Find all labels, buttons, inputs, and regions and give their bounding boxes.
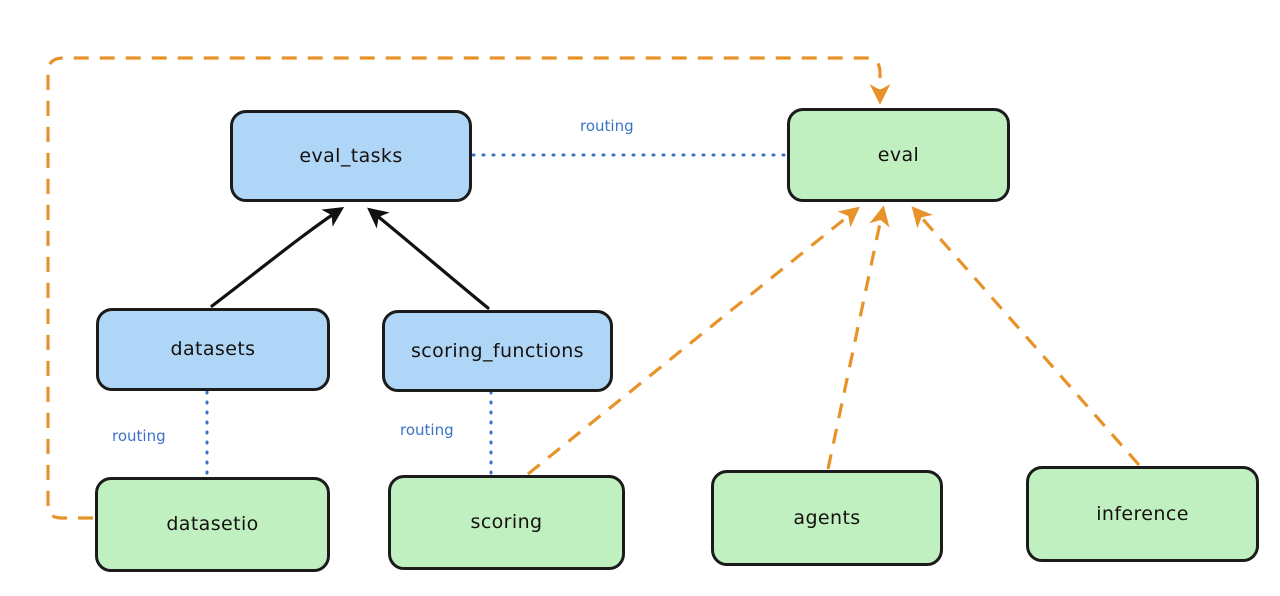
edge-datasets-to-eval_tasks (210, 206, 345, 308)
edge-datasetio-to-eval (46, 56, 891, 520)
node-label: eval_tasks (299, 144, 403, 167)
node-label: datasetio (166, 513, 259, 536)
node-inference[interactable]: inference (1026, 466, 1259, 562)
node-datasets[interactable]: datasets (96, 308, 330, 391)
node-label: scoring (470, 511, 543, 534)
edge-scoring_functions-to-eval_tasks (367, 207, 490, 310)
edge-label-routing-eval-tasks-eval: routing (580, 117, 634, 135)
node-label: scoring_functions (411, 339, 584, 362)
node-agents[interactable]: agents (711, 470, 943, 566)
edge-label-routing-datasets-datasetio: routing (112, 427, 166, 445)
edge-agents-to-eval (826, 205, 890, 470)
node-scoring-functions[interactable]: scoring_functions (382, 310, 613, 392)
node-datasetio[interactable]: datasetio (95, 477, 330, 572)
node-label: datasets (170, 338, 256, 361)
edge-scoring-to-eval (526, 206, 860, 476)
node-scoring[interactable]: scoring (388, 475, 625, 570)
node-eval[interactable]: eval (787, 108, 1010, 202)
node-label: agents (793, 506, 861, 529)
edge-label-routing-scoring-functions-scoring: routing (400, 421, 454, 439)
edge-inference-to-eval (911, 206, 1141, 467)
node-eval-tasks[interactable]: eval_tasks (230, 110, 472, 202)
node-label: eval (877, 143, 920, 166)
node-label: inference (1096, 502, 1189, 525)
